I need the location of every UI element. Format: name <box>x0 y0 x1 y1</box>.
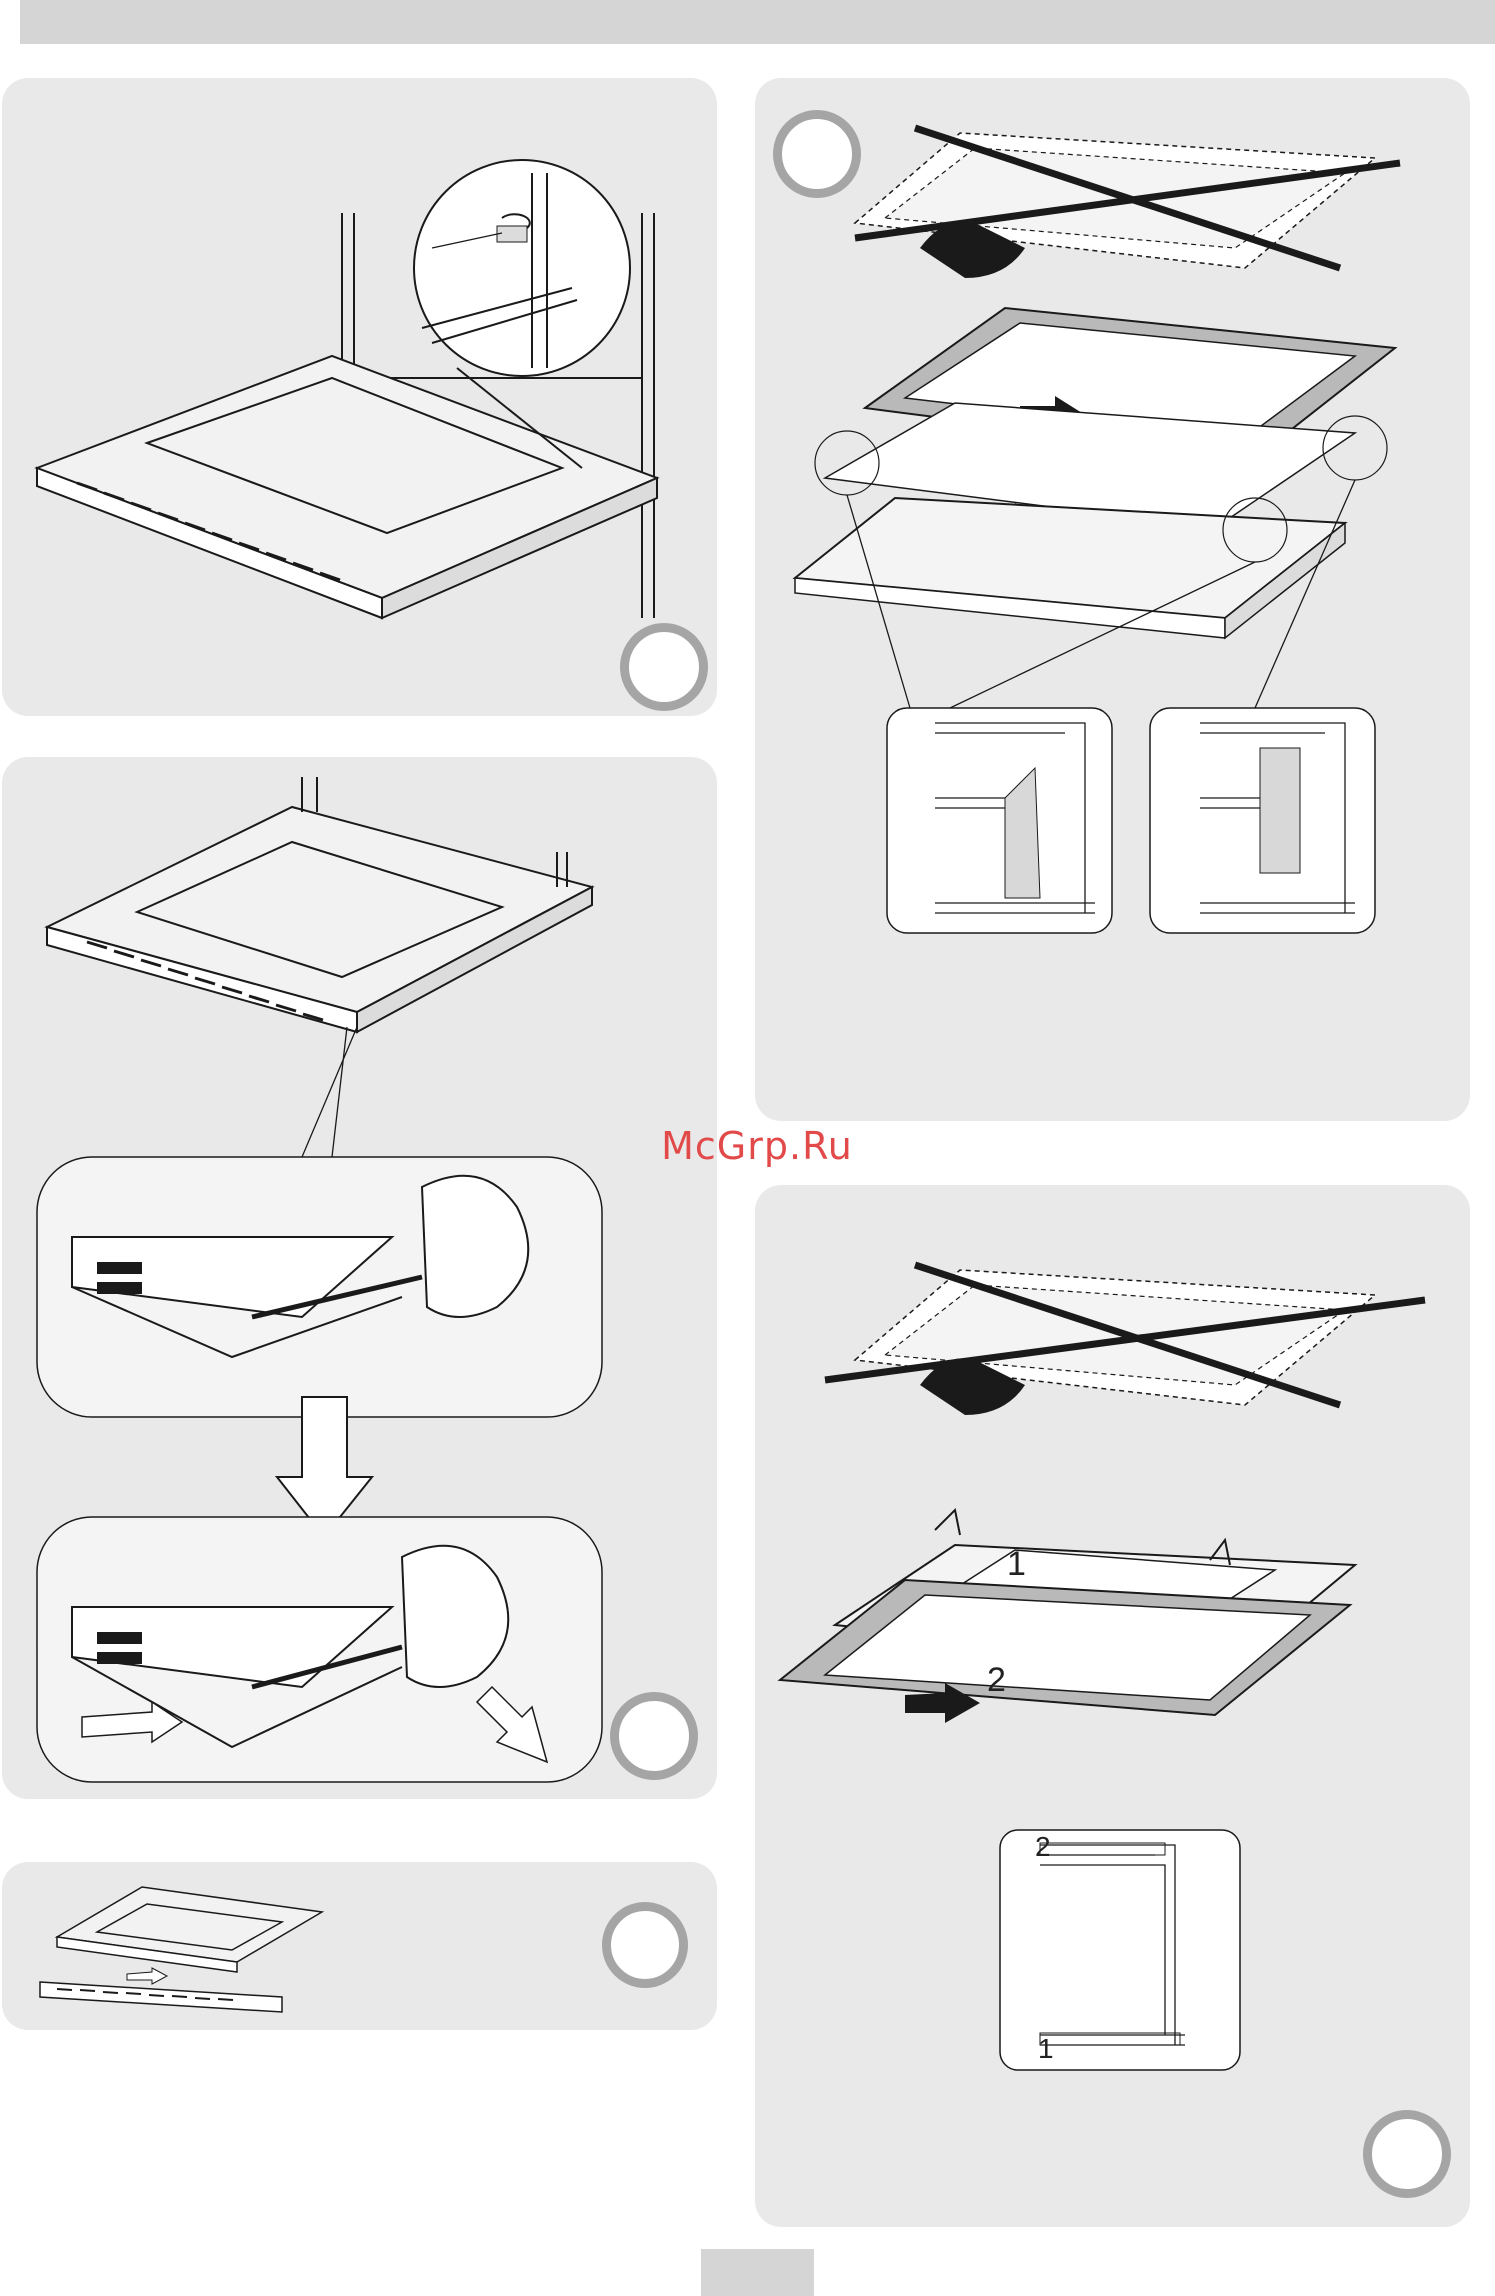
sequence-label-2: 2 <box>987 1663 1006 1697</box>
panel-profile-removed <box>2 1862 717 2030</box>
panel-glass-sequence: 1 2 2 1 <box>755 1185 1470 2227</box>
panel-hinge-lock <box>2 78 717 716</box>
glass-panels-illustration <box>755 78 1470 1121</box>
header-bar <box>20 0 1495 44</box>
panel-remove-profile <box>2 757 717 1799</box>
step-circle <box>602 1902 688 1988</box>
sequence-label-1: 1 <box>1007 1547 1026 1581</box>
bracket-label-2: 2 <box>1035 1833 1051 1861</box>
watermark: McGrp.Ru <box>652 1124 862 1168</box>
step-circle <box>610 1692 698 1780</box>
page-number-tab <box>701 2249 814 2296</box>
bracket-label-1: 1 <box>1038 2035 1054 2063</box>
step-circle <box>620 623 708 711</box>
door-profile-removal-illustration <box>2 757 717 1799</box>
glass-sequence-illustration <box>755 1185 1470 2227</box>
door-hinge-illustration <box>2 78 717 716</box>
step-circle <box>773 110 861 198</box>
panel-glass-brackets <box>755 78 1470 1121</box>
step-circle <box>1363 2110 1451 2198</box>
